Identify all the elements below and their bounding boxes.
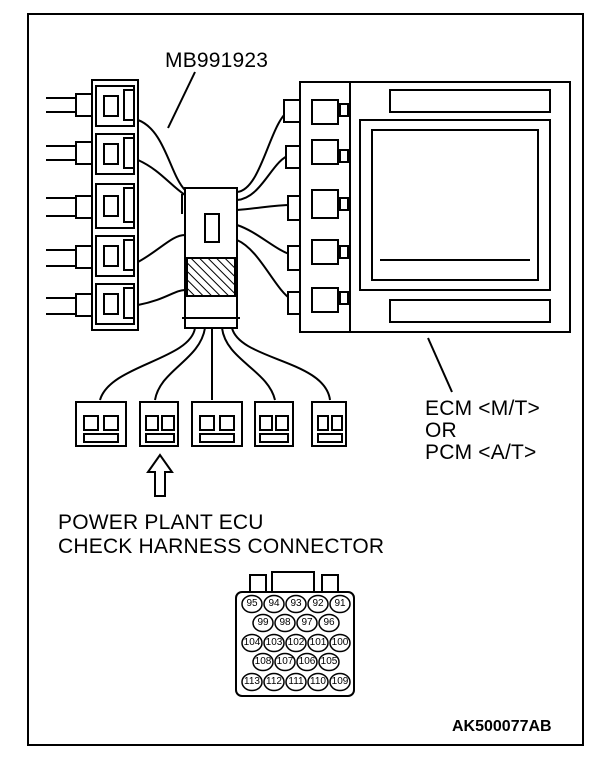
- pin-number: 108: [254, 656, 272, 667]
- pin-number: 103: [265, 637, 283, 648]
- pin-number: 92: [312, 598, 324, 609]
- pin-number: 109: [331, 676, 349, 687]
- pin-number: 107: [276, 656, 294, 667]
- figure-code: AK500077AB: [452, 718, 552, 735]
- figure-frame: [27, 13, 584, 746]
- pin-number: 106: [298, 656, 316, 667]
- pin-number: 97: [301, 617, 313, 628]
- pin-number: 95: [246, 598, 258, 609]
- pin-circle: [285, 594, 307, 614]
- tool-leader-line: [167, 71, 196, 129]
- pin-circle: [296, 613, 318, 633]
- pin-circle: [329, 672, 351, 692]
- pin-number: 113: [244, 676, 260, 687]
- pin-circle: [296, 652, 318, 672]
- up-arrow-icon: [146, 453, 174, 497]
- pin-number: 104: [243, 637, 261, 648]
- pin-number: 101: [309, 637, 327, 648]
- pin-number: 96: [323, 617, 335, 628]
- pin-circle: [285, 672, 307, 692]
- ecm-label-line1: ECM <M/T>: [425, 397, 540, 420]
- pin-number: 112: [266, 676, 282, 687]
- pin-number: 91: [334, 598, 346, 609]
- pin-circle: [274, 652, 296, 672]
- pin-circle: [252, 613, 274, 633]
- pin-circle: [329, 633, 351, 653]
- pin-number: 110: [310, 676, 326, 687]
- pin-circle: [285, 633, 307, 653]
- pin-number: 111: [288, 676, 304, 687]
- pin-circle: [241, 594, 263, 614]
- pin-number: 98: [279, 617, 291, 628]
- pin-circle: [307, 594, 329, 614]
- ecm-pcm-unit: [299, 81, 571, 333]
- pin-number: 93: [290, 598, 302, 609]
- pin-circle: [263, 594, 285, 614]
- pin-circle: [318, 652, 340, 672]
- pin-number: 100: [331, 637, 349, 648]
- pin-number: 102: [287, 637, 305, 648]
- pin-circle: [307, 672, 329, 692]
- pin-circle: [263, 633, 285, 653]
- pin-number: 105: [320, 656, 338, 667]
- pin-circle: [329, 594, 351, 614]
- ecm-leader-line: [427, 337, 453, 393]
- pin-number: 99: [257, 617, 269, 628]
- pin-circle: [307, 633, 329, 653]
- harness-label-line1: POWER PLANT ECU: [58, 511, 264, 534]
- left-cable-stubs: [46, 93, 93, 317]
- pin-circle: [241, 672, 263, 692]
- ecm-label-line2: OR: [425, 419, 457, 442]
- ecm-label-line3: PCM <A/T>: [425, 441, 537, 464]
- pin-circle: [252, 652, 274, 672]
- pin-circle: [318, 613, 340, 633]
- pin-circle: [263, 672, 285, 692]
- central-harness: [99, 109, 331, 401]
- check-connectors: [75, 401, 347, 447]
- harness-label-line2: CHECK HARNESS CONNECTOR: [58, 535, 385, 558]
- tool-label: MB991923: [165, 49, 269, 72]
- pin-number: 94: [268, 598, 280, 609]
- pin-circle: [274, 613, 296, 633]
- left-connector-stack: [91, 79, 139, 331]
- pin-circle: [241, 633, 263, 653]
